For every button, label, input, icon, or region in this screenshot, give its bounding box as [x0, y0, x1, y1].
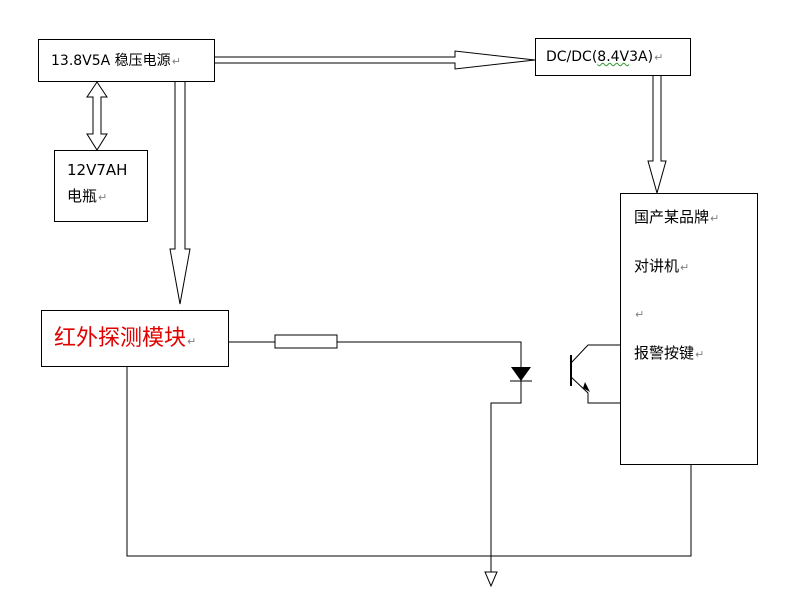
wire-led-to-ground	[490, 381, 522, 572]
radio-type: 对讲机↵	[634, 257, 689, 277]
dcdc-box: DC/DC(8.4V3A)↵	[535, 38, 691, 76]
wire-return-loop	[126, 367, 692, 557]
battery-name: 电瓶↵	[67, 187, 107, 207]
arrow-power-to-dcdc	[215, 50, 536, 70]
phototransistor-emitter-arrow	[583, 382, 590, 392]
dcdc-current: 3A)	[629, 49, 654, 65]
arrow-power-to-ir	[169, 82, 191, 305]
ir-module-box: 红外探测模块↵	[41, 310, 229, 367]
battery-box: 12V7AH 电瓶↵	[54, 150, 148, 222]
phototransistor-collector	[570, 344, 620, 364]
battery-capacity: 12V7AH	[67, 161, 128, 179]
paragraph-mark: ↵	[695, 348, 705, 361]
paragraph-mark: ↵	[654, 51, 664, 64]
dcdc-prefix: DC/DC(	[546, 49, 598, 65]
paragraph-mark: ↵	[98, 191, 108, 204]
radio-alarm-key-text: 报警按键	[634, 344, 695, 362]
arrow-power-battery	[86, 81, 108, 151]
paragraph-mark: ↵	[187, 335, 197, 348]
power-supply-label: 13.8V5A 稳压电源↵	[51, 52, 181, 71]
radio-brand-text: 国产某品牌	[634, 208, 710, 226]
wire-resistor-to-led	[337, 341, 522, 367]
paragraph-mark: ↵	[635, 308, 645, 321]
radio-brand: 国产某品牌↵	[634, 208, 719, 228]
radio-box: 国产某品牌↵ 对讲机↵ ↵ 报警按键↵	[620, 193, 758, 465]
power-supply-text: 13.8V5A 稳压电源	[51, 53, 171, 69]
arrow-dcdc-to-radio	[647, 76, 667, 195]
led-diode	[511, 367, 531, 381]
radio-alarm-key: 报警按键↵	[634, 344, 704, 364]
dcdc-label: DC/DC(8.4V3A)↵	[546, 48, 663, 67]
resistor	[274, 334, 338, 349]
battery-name-text: 电瓶	[67, 187, 98, 205]
phototransistor-emitter	[570, 376, 620, 404]
dcdc-voltage: 8.4V	[597, 49, 630, 65]
ground-symbol	[484, 571, 498, 588]
paragraph-mark: ↵	[710, 212, 720, 225]
radio-blank-line: ↵	[634, 304, 644, 324]
paragraph-mark: ↵	[171, 55, 181, 68]
ir-module-text: 红外探测模块	[54, 326, 187, 351]
ir-module-label: 红外探测模块↵	[54, 326, 196, 355]
radio-type-text: 对讲机	[634, 257, 680, 275]
power-supply-box: 13.8V5A 稳压电源↵	[38, 39, 215, 82]
paragraph-mark: ↵	[680, 261, 690, 274]
